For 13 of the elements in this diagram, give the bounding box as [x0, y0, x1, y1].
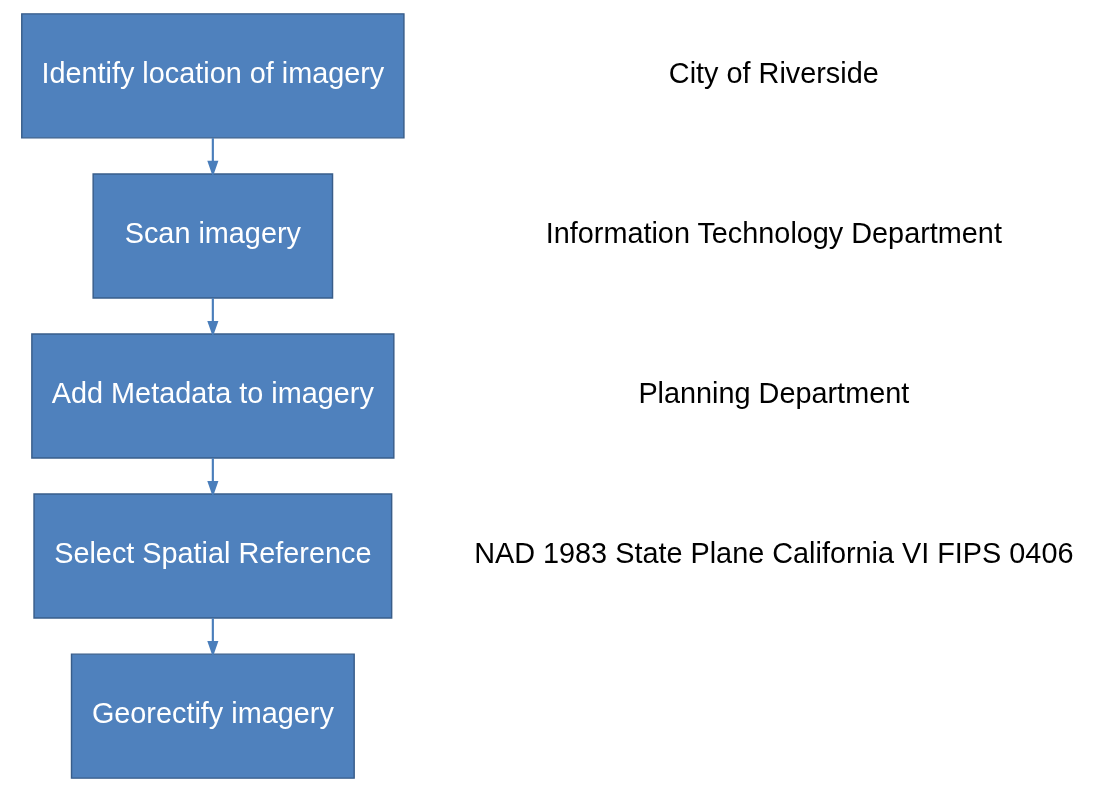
node-box: Select Spatial Reference [33, 493, 393, 619]
label: City of Riverside [668, 57, 879, 90]
arrow [207, 618, 219, 657]
node-box: Scan imagery [92, 173, 334, 299]
node-box: Identify location of imagery [21, 13, 405, 139]
node-box: Georectify imagery [70, 653, 355, 779]
label: NAD 1983 State Plane California VI FIPS 0406 [474, 537, 1074, 570]
arrow [207, 298, 219, 337]
label: Information Technology Department [545, 217, 1002, 250]
arrow [207, 138, 219, 177]
label: Planning Department [638, 377, 910, 410]
arrow [207, 458, 219, 497]
node-box: Add Metadata to imagery [31, 333, 395, 459]
